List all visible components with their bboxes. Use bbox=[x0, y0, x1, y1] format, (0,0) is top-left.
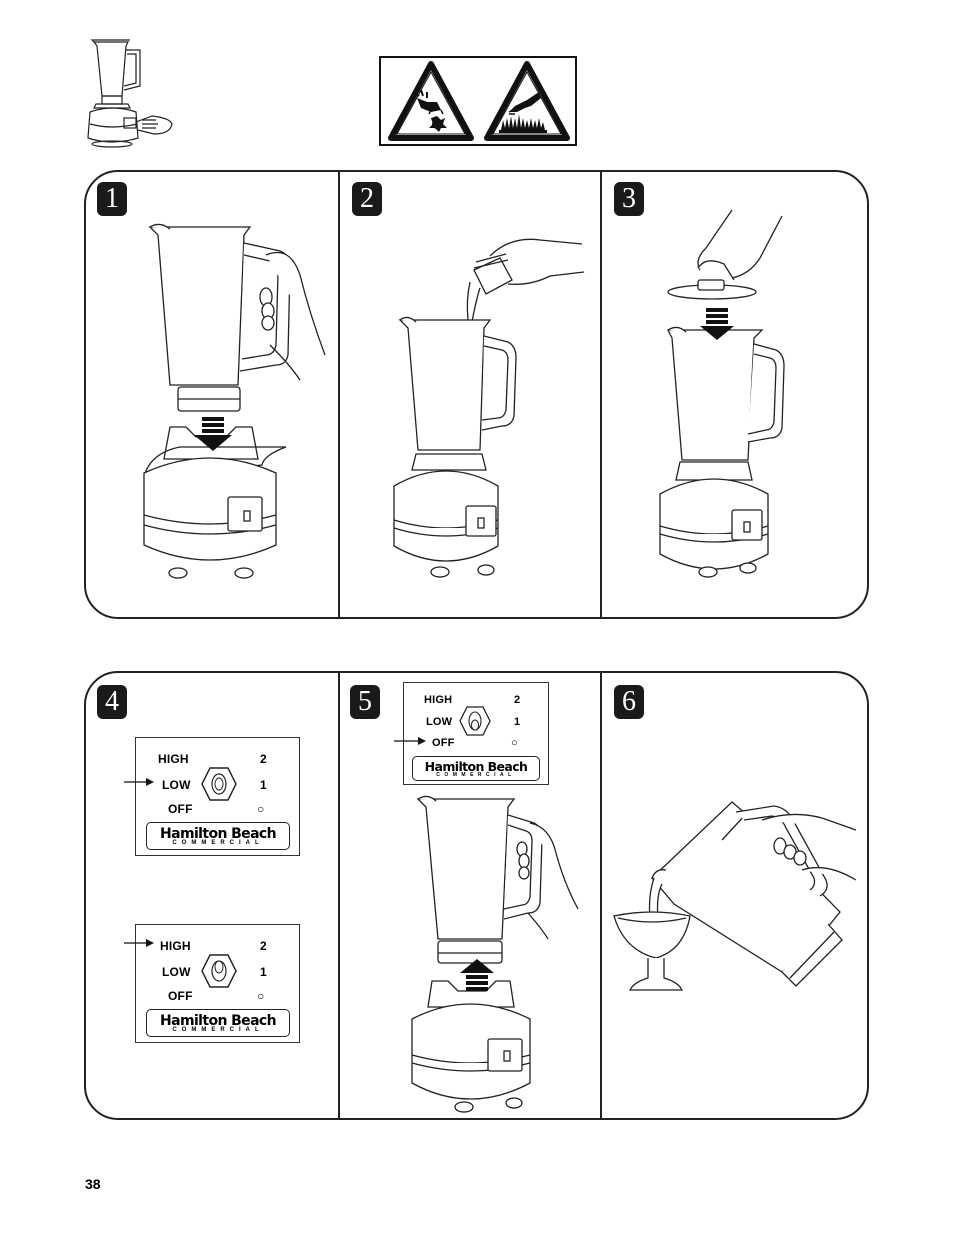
blade-hazard-icon bbox=[388, 61, 474, 141]
off-label: OFF bbox=[168, 802, 193, 816]
low-number: 1 bbox=[260, 778, 267, 792]
brand-sub: COMMERCIAL bbox=[172, 840, 264, 846]
high-label: HIGH bbox=[424, 694, 453, 706]
step-badge-5: 5 bbox=[350, 685, 380, 719]
low-label: LOW bbox=[426, 716, 453, 728]
step-badge-6: 6 bbox=[614, 685, 644, 719]
pointer-arrow-icon bbox=[124, 777, 156, 787]
step-divider bbox=[600, 671, 602, 1120]
steps-frame-bottom bbox=[84, 671, 869, 1120]
brand-name: Hamilton Beach bbox=[160, 1013, 277, 1029]
steps-frame-top bbox=[84, 170, 869, 619]
low-number: 1 bbox=[260, 965, 267, 979]
switch-panel-low: HIGH LOW OFF 2 1 ○ Hamilton Beach COMMER… bbox=[135, 737, 300, 856]
page-number: 38 bbox=[85, 1176, 101, 1192]
hot-surface-hazard-icon bbox=[484, 61, 570, 141]
off-symbol-icon: ○ bbox=[257, 989, 265, 1003]
toggle-switch[interactable] bbox=[200, 953, 238, 989]
step-divider bbox=[338, 671, 340, 1120]
step-2-illustration bbox=[390, 230, 590, 585]
step-divider bbox=[600, 170, 602, 619]
toggle-switch[interactable] bbox=[200, 766, 238, 802]
step-6-illustration bbox=[612, 800, 862, 995]
brand-sub: COMMERCIAL bbox=[172, 1027, 264, 1033]
off-label: OFF bbox=[432, 737, 455, 749]
off-symbol-icon: ○ bbox=[511, 737, 518, 749]
pointer-arrow-icon bbox=[124, 938, 156, 948]
reference-blender-illustration bbox=[82, 38, 182, 156]
warning-box bbox=[379, 56, 577, 146]
switch-panel-off: HIGH LOW OFF 2 1 ○ Hamilton Beach COMMER… bbox=[403, 682, 549, 785]
brand-plate: Hamilton Beach COMMERCIAL bbox=[146, 1009, 290, 1037]
pointer-arrow-icon bbox=[394, 736, 428, 746]
step-divider bbox=[338, 170, 340, 619]
step-1-illustration bbox=[140, 215, 330, 585]
step-3-illustration bbox=[650, 208, 850, 583]
off-label: OFF bbox=[168, 989, 193, 1003]
brand-name: Hamilton Beach bbox=[424, 759, 528, 774]
step-badge-3: 3 bbox=[614, 182, 644, 216]
toggle-switch[interactable] bbox=[458, 705, 492, 737]
high-number: 2 bbox=[514, 694, 521, 706]
step-badge-4: 4 bbox=[97, 685, 127, 719]
low-label: LOW bbox=[162, 965, 191, 979]
step-badge-1: 1 bbox=[97, 182, 127, 216]
brand-plate: Hamilton Beach COMMERCIAL bbox=[146, 822, 290, 850]
low-number: 1 bbox=[514, 716, 521, 728]
step-badge-2: 2 bbox=[352, 182, 382, 216]
step-5-illustration bbox=[410, 793, 590, 1113]
high-label: HIGH bbox=[158, 752, 189, 766]
high-number: 2 bbox=[260, 752, 267, 766]
brand-plate: Hamilton Beach COMMERCIAL bbox=[412, 756, 540, 781]
brand-sub: COMMERCIAL bbox=[436, 772, 516, 778]
brand-name: Hamilton Beach bbox=[160, 826, 277, 842]
switch-panel-high: HIGH LOW OFF 2 1 ○ Hamilton Beach COMMER… bbox=[135, 924, 300, 1043]
high-number: 2 bbox=[260, 939, 267, 953]
low-label: LOW bbox=[162, 778, 191, 792]
off-symbol-icon: ○ bbox=[257, 802, 265, 816]
high-label: HIGH bbox=[160, 939, 191, 953]
